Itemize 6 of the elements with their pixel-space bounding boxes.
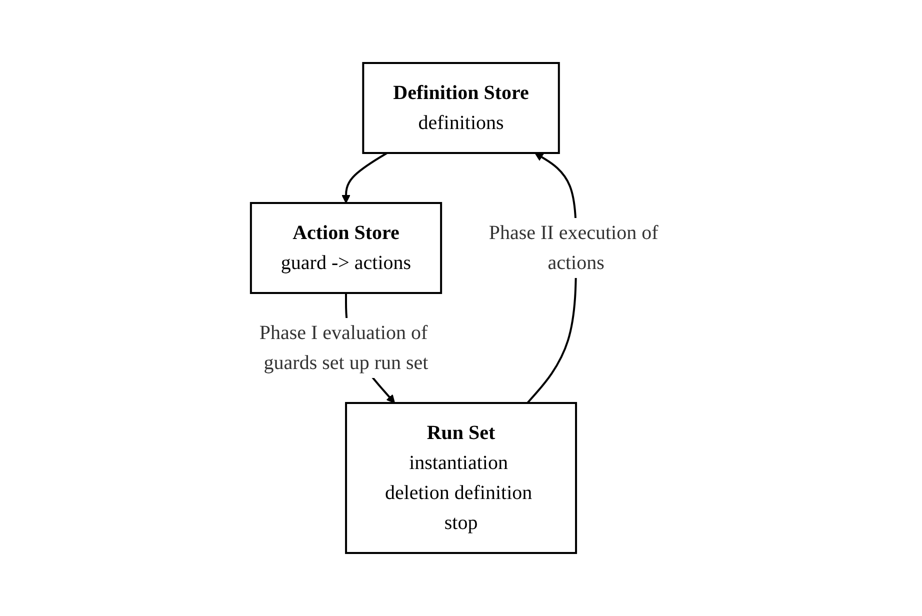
edge-label: Phase I evaluation of guards set up run set <box>259 322 428 374</box>
edge-label: Phase II execution of actions <box>488 222 658 274</box>
arrow <box>342 152 388 204</box>
node-box: Definition Store definitions <box>362 62 560 154</box>
node-box: Action Store guard -> actions <box>250 202 442 294</box>
node-box: Run Set instantiation deletion definition stop <box>345 402 577 554</box>
